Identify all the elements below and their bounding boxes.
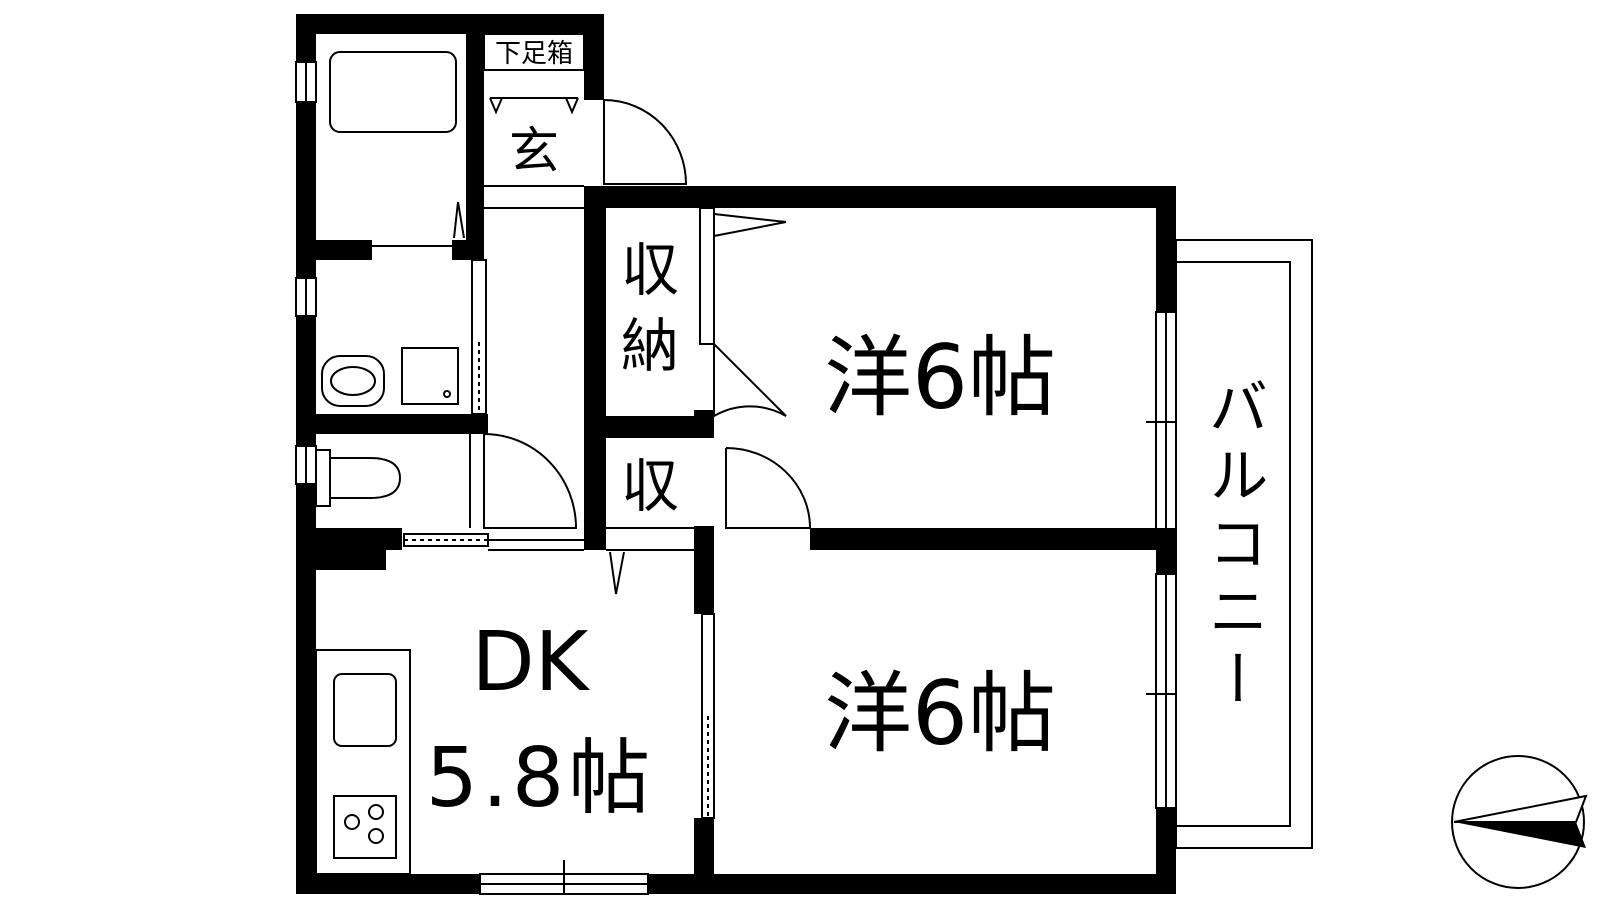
east-wall-bottom	[1156, 808, 1176, 894]
storage-divider	[604, 416, 714, 438]
dk-door-mark	[609, 551, 625, 595]
burner-2	[368, 804, 384, 820]
toilet-tank	[315, 449, 331, 507]
bath-inner-wall	[466, 30, 484, 260]
south-wall-right	[648, 874, 1176, 894]
fixtures	[295, 33, 1313, 895]
storage-large-label-top: 収	[621, 236, 679, 304]
shoe-box-label: 下足箱	[495, 39, 573, 69]
room-upper-door-mark	[713, 212, 787, 238]
dk-size-label: 5.8帖	[426, 731, 654, 826]
washing-machine-icon	[401, 347, 459, 405]
storage-large-label-bottom: 納	[621, 312, 679, 380]
entrance-label: 玄	[509, 122, 559, 180]
east-wall-entrance	[584, 14, 604, 100]
bath-south-wall	[316, 240, 372, 260]
entrance-door	[603, 99, 688, 185]
western-room-lower-label: 洋6帖	[824, 662, 1056, 765]
dk-east-wall-top	[694, 540, 714, 614]
kitchen-counter	[315, 649, 411, 875]
balcony-inner	[1175, 261, 1291, 827]
burner-3	[368, 828, 384, 844]
balcony-label: バルコニー	[1198, 376, 1268, 716]
bathtub-icon	[329, 51, 457, 133]
dk-corner-block	[316, 540, 386, 570]
east-wall-top	[1156, 186, 1176, 312]
stove-icon	[333, 795, 397, 859]
western-room-upper-label: 洋6帖	[824, 326, 1056, 429]
room-upper-door-swing	[725, 447, 812, 529]
north-wall-rooms	[584, 186, 1176, 208]
wash-east-wall	[468, 418, 484, 434]
bath-south-wall-2	[452, 240, 484, 260]
dk-label: DK	[472, 615, 591, 710]
wash-south-wall	[316, 414, 488, 434]
toilet-icon	[329, 457, 402, 499]
walls	[296, 14, 1176, 894]
corridor-east-wall	[584, 186, 606, 550]
storage-small-label: 収	[621, 452, 679, 520]
dk-room-sliding-door	[701, 613, 715, 819]
toilet-door	[483, 433, 578, 529]
burner-1	[344, 814, 360, 830]
wash-door	[471, 259, 487, 415]
north-wall-left	[296, 14, 604, 34]
shoe-box-door-marks	[489, 97, 579, 115]
south-wall-left	[296, 874, 480, 894]
washbasin-icon	[321, 355, 385, 407]
shoe-box	[483, 33, 585, 71]
storage-large-door	[699, 207, 715, 345]
washbasin-bowl	[330, 366, 376, 396]
room-divider-wall	[810, 528, 1176, 550]
kitchen-sink-icon	[333, 673, 397, 747]
north-arrow-icon	[1451, 755, 1588, 889]
storage-large-door-swing	[713, 341, 787, 418]
bath-door-mark	[453, 201, 465, 239]
storage-east-wall-top	[694, 410, 714, 438]
washer-drain	[443, 390, 451, 398]
